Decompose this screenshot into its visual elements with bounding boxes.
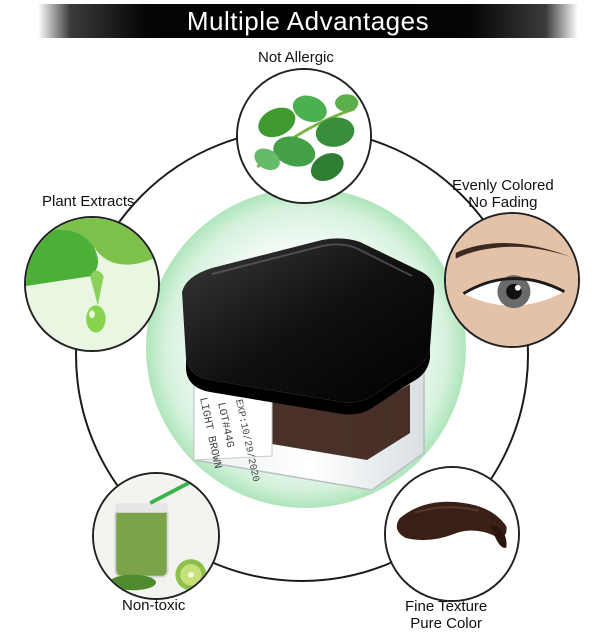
label-non-toxic: Non-toxic [122,597,186,614]
leaves-badge [236,68,372,204]
leaf-drop-badge [24,216,160,352]
label-plant-extracts: Plant Extracts [42,193,135,210]
juice-badge [92,472,220,600]
eye-badge [444,212,580,348]
label-fine-texture-line1: Fine Texture [405,598,488,615]
label-pure-color-line2: Pure Color [410,615,482,632]
title-banner: Multiple Advantages [38,4,578,38]
label-fine-texture: Fine Texture Pure Color [405,598,487,632]
banner-title: Multiple Advantages [186,5,430,36]
pigment-swatch-badge [384,466,520,602]
pigment-jar-image: LIGHT BROWN LOT#44G EXP:10/29/2020 [182,238,435,491]
label-evenly-colored: Evenly Colored No Fading [452,177,554,211]
label-no-fading-line2: No Fading [468,194,538,211]
label-evenly-colored-line1: Evenly Colored [452,177,554,194]
label-not-allergic: Not Allergic [258,49,334,66]
